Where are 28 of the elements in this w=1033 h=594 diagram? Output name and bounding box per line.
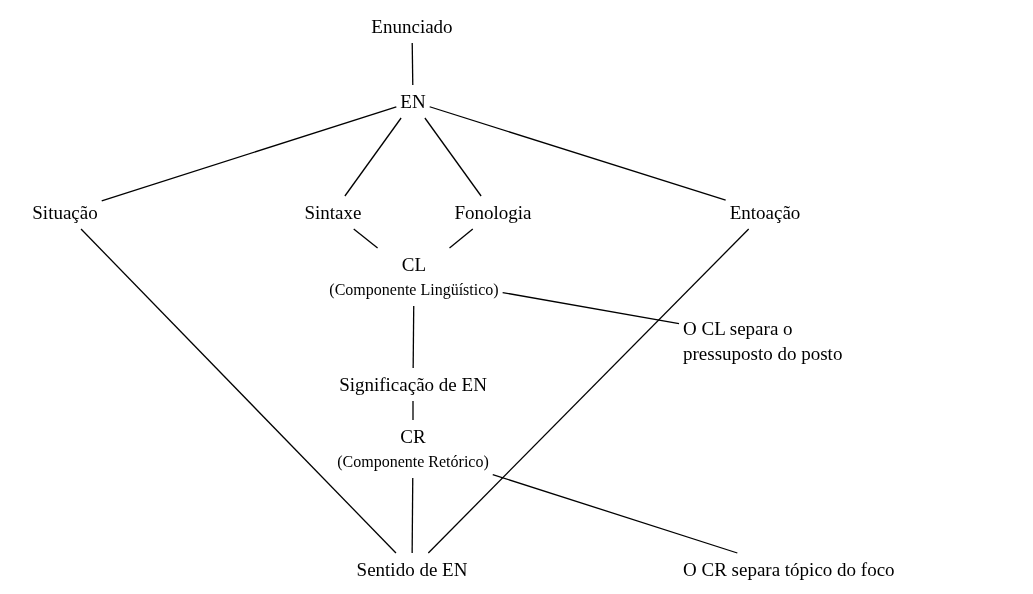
connector-line: [492, 473, 738, 554]
connector-line: [412, 400, 414, 421]
connector-line: [424, 117, 482, 197]
connector-line: [412, 305, 415, 369]
node-label: Significação de EN: [339, 373, 487, 397]
node-label: Situação: [32, 201, 98, 225]
connector-line: [353, 228, 379, 249]
connector-line: [427, 228, 750, 554]
connector-line: [411, 42, 414, 86]
node-label: Sentido de EN: [356, 558, 468, 582]
node-label: Sintaxe: [304, 201, 362, 225]
node-label: O CL separa o pressuposto do posto: [683, 317, 844, 366]
node-label: CR: [400, 425, 426, 449]
node-subtitle: (Componente Lingüístico): [329, 280, 499, 301]
connector-line: [429, 106, 727, 201]
node-label: CL: [401, 253, 427, 277]
connector-line: [448, 228, 474, 249]
node-label: Enunciado: [371, 15, 453, 39]
node-subtitle: (Componente Retórico): [337, 452, 489, 473]
node-label: Fonologia: [454, 201, 532, 225]
connector-line: [101, 106, 397, 202]
connector-line: [344, 117, 402, 197]
node-label: EN: [400, 90, 426, 114]
connector-line: [80, 228, 397, 554]
node-label: Entoação: [729, 201, 801, 225]
connector-line: [502, 291, 680, 325]
node-label: O CR separa tópico do foco: [683, 558, 895, 582]
connector-line: [411, 477, 414, 554]
